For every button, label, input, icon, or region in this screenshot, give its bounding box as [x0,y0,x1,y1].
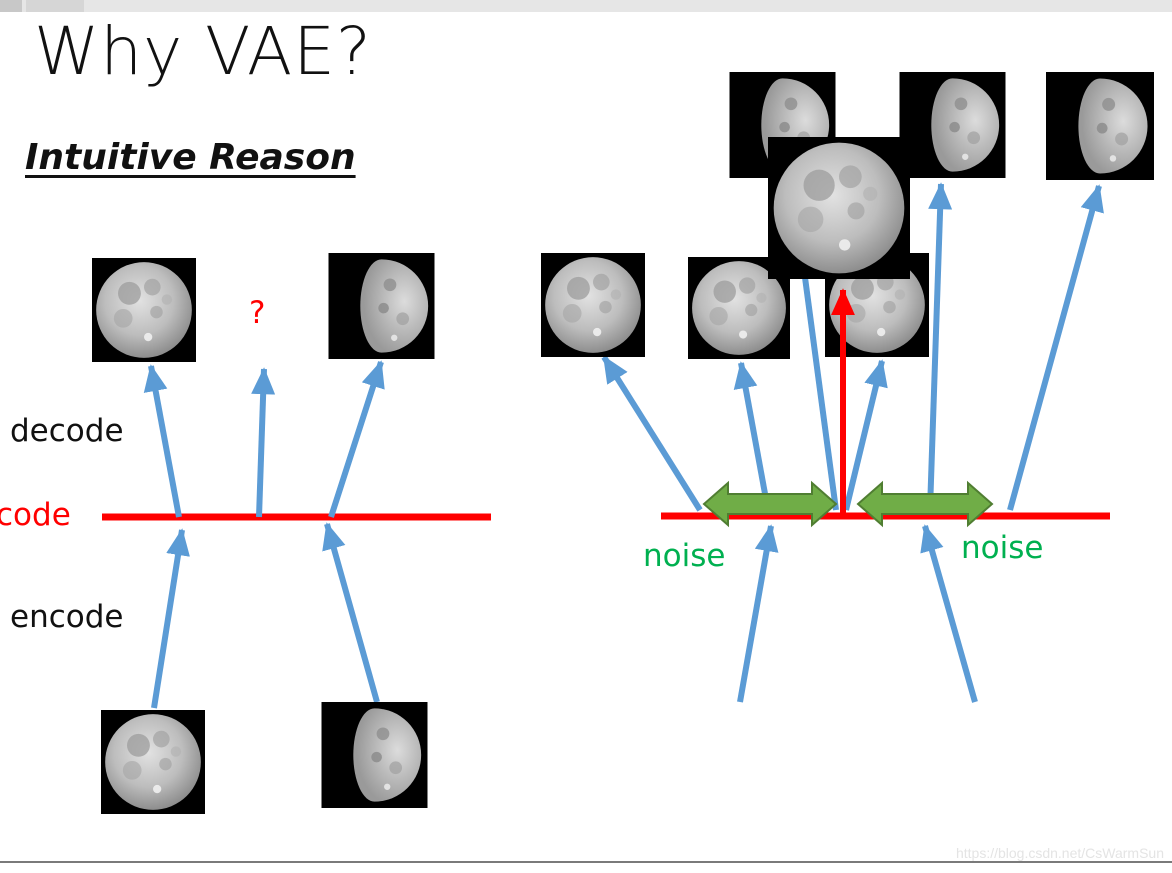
encode-arrow [322,522,380,703]
half-moon-icon [899,72,1006,178]
noise-label-left: noise [643,538,726,574]
decode-arrow [1007,184,1104,511]
decode-arrow [733,361,771,511]
generated-moon-icon [768,137,910,279]
noise-double-arrow [856,480,994,528]
toolbar-tab[interactable] [0,0,22,12]
decode-arrow [251,367,276,518]
encode-label: encode [10,599,124,635]
decode-arrow [927,182,953,511]
noise-double-arrow [702,480,838,528]
half-moon-icon [1046,72,1154,180]
toolbar-tab[interactable] [26,0,84,12]
decode-arrow [143,364,182,518]
decode-arrow [601,355,703,512]
noise-label-right: noise [961,530,1044,566]
encode-arrow [920,524,978,703]
full-moon-icon [92,258,196,362]
code-label: code [0,497,71,533]
decode-arrow [797,239,839,511]
top-toolbar-strip [0,0,1172,12]
decode-label: decode [10,413,124,449]
encode-arrow [151,528,190,709]
half-moon-icon [328,253,435,359]
slide-title: Why VAE? [34,13,372,90]
slide-subtitle: Intuitive Reason [25,137,356,178]
encode-arrow [737,524,779,703]
question-mark: ? [249,295,266,331]
full-moon-icon [541,253,645,357]
full-moon-icon [101,710,205,814]
half-moon-icon [321,702,428,808]
bottom-divider [0,861,1172,863]
decode-arrow [328,360,385,518]
watermark: https://blog.csdn.net/CsWarmSun [955,845,1164,861]
decode-arrow [843,359,888,511]
